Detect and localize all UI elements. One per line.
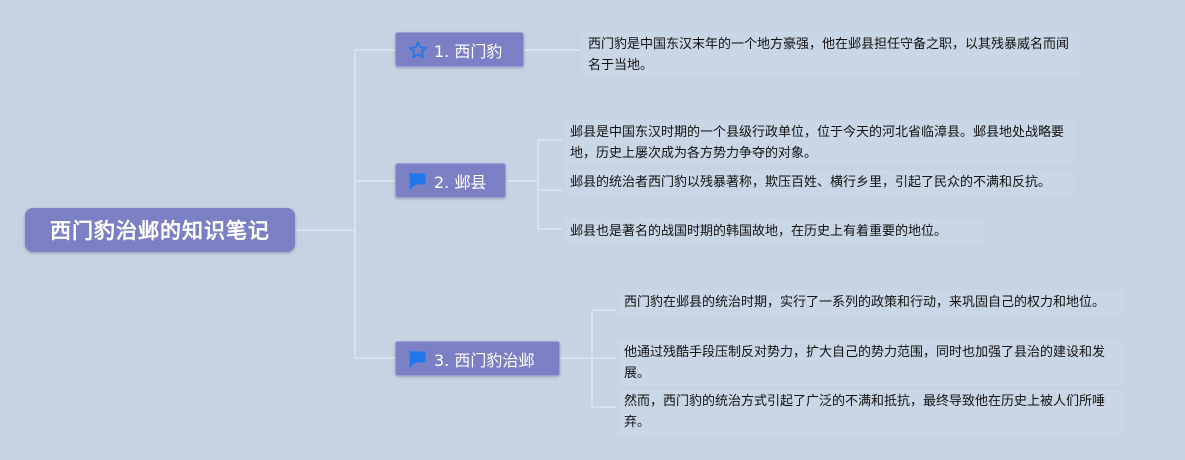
note-3-3[interactable]: 然而，西门豹的统治方式引起了广泛的不满和抵抗，最终导致他在历史上被人们所唾弃。 — [618, 389, 1123, 435]
root-topic[interactable]: 西门豹治邺的知识笔记 — [25, 208, 295, 252]
branch-topic-1-label: 1. 西门豹 — [434, 41, 503, 61]
note-3-1[interactable]: 西门豹在邺县的统治时期，实行了一系列的政策和行动，来巩固自己的权力和地位。 — [618, 290, 1123, 315]
star-outline-icon — [408, 40, 428, 60]
root-topic-label: 西门豹治邺的知识笔记 — [50, 219, 270, 243]
branch-topic-3[interactable]: 3. 西门豹治邺 — [395, 341, 560, 376]
branch-topic-2[interactable]: 2. 邺县 — [395, 163, 506, 198]
flag-icon — [408, 171, 428, 191]
branch-topic-3-label: 3. 西门豹治邺 — [434, 350, 535, 370]
note-2-1[interactable]: 邺县是中国东汉时期的一个县级行政单位，位于今天的河北省临漳县。邺县地处战略要地，… — [564, 120, 1074, 166]
branch-topic-1[interactable]: 1. 西门豹 — [395, 32, 524, 67]
note-3-2[interactable]: 他通过残酷手段压制反对势力，扩大自己的势力范围，同时也加强了县治的建设和发展。 — [618, 340, 1123, 386]
branch-topic-2-label: 2. 邺县 — [434, 172, 487, 192]
flag-icon — [408, 349, 428, 369]
note-2-3[interactable]: 邺县也是著名的战国时期的韩国故地，在历史上有着重要的地位。 — [564, 219, 984, 244]
note-2-2[interactable]: 邺县的统治者西门豹以残暴著称，欺压百姓、横行乡里，引起了民众的不满和反抗。 — [564, 170, 1074, 195]
note-1-1[interactable]: 西门豹是中国东汉末年的一个地方豪强，他在邺县担任守备之职，以其残暴威名而闻名于当… — [582, 32, 1080, 78]
